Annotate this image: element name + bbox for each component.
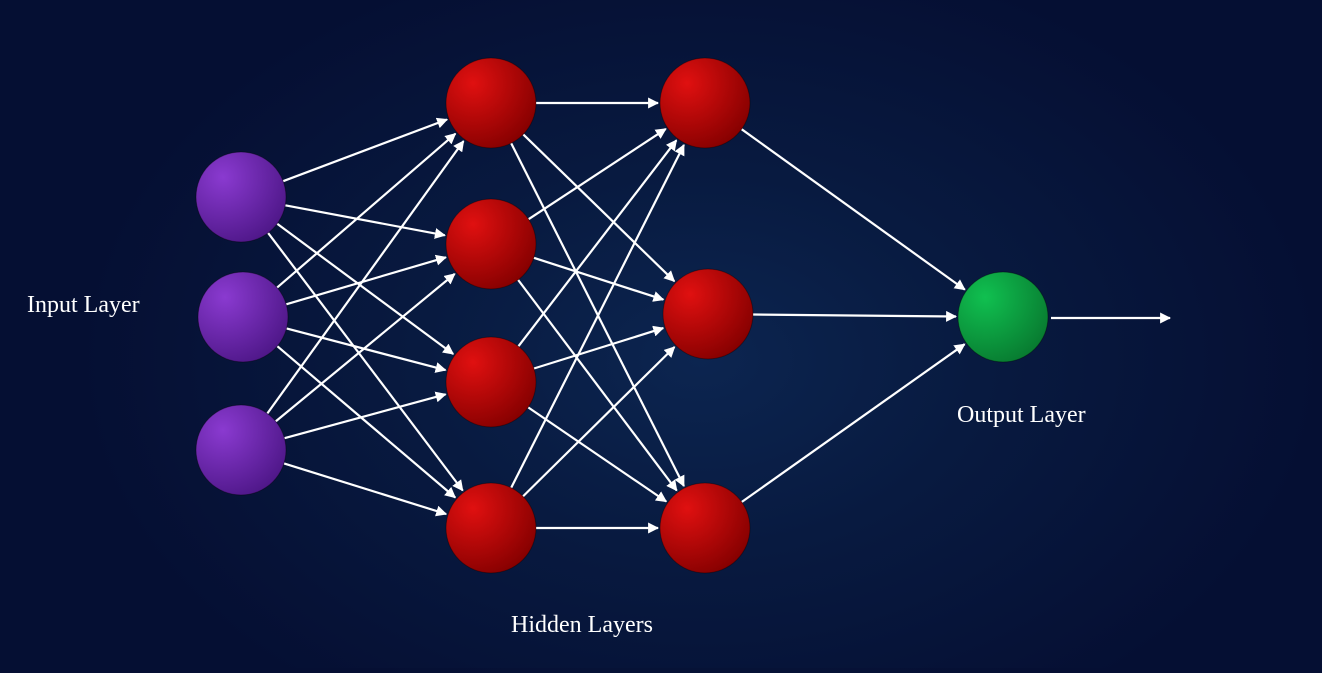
connection-l2-n3-to-l3-n3 <box>527 406 668 503</box>
connection-l2-n3-to-l3-n1 <box>517 139 678 347</box>
connection-l1-n2-to-l2-n3 <box>286 327 447 373</box>
hidden-layers-label: Hidden Layers <box>511 612 653 638</box>
connection-l1-n1-to-l2-n3 <box>276 222 455 355</box>
connection-l1-n3-to-l2-n1 <box>266 140 465 415</box>
output-neuron-1 <box>957 271 1049 363</box>
hidden-1-neuron-4 <box>445 482 537 574</box>
connection-l1-n2-to-l2-n1 <box>276 132 457 289</box>
input-neuron-3 <box>195 404 287 496</box>
connection-l3-n3-to-l4-n1 <box>741 343 966 503</box>
connection-l3-n1-to-l4-n1 <box>740 128 966 291</box>
hidden-1-neuron-2 <box>445 198 537 290</box>
connection-l2-n1-to-l3-n2 <box>522 133 676 282</box>
input-neuron-2 <box>197 271 289 363</box>
input-neuron-1 <box>195 151 287 243</box>
connection-l2-n3-to-l3-n2 <box>533 325 665 370</box>
connection-l1-n1-to-l2-n4 <box>267 232 464 492</box>
input-layer-label: Input Layer <box>27 292 140 318</box>
connection-l1-n2-to-l2-n4 <box>276 345 457 499</box>
output-layer-label: Output Layer <box>957 402 1086 428</box>
connections-group <box>266 97 1172 534</box>
connection-l2-n2-to-l3-n3 <box>517 279 678 492</box>
connection-l1-n1-to-l2-n2 <box>284 204 446 239</box>
connection-l1-n1-to-l2-n1 <box>282 117 449 183</box>
connection-l2-n2-to-l3-n1 <box>527 127 667 221</box>
neurons-group <box>195 57 1049 574</box>
hidden-2-neuron-1 <box>659 57 751 149</box>
hidden-1-neuron-3 <box>445 336 537 428</box>
hidden-2-neuron-3 <box>659 482 751 574</box>
connection-l3-n2-to-l4-n1 <box>752 310 958 322</box>
connection-l2-n2-to-l3-n2 <box>533 256 665 302</box>
connection-l1-n2-to-l2-n2 <box>285 254 447 306</box>
connection-l1-n3-to-l2-n4 <box>283 462 448 517</box>
connection-l1-n3-to-l2-n3 <box>284 391 447 440</box>
connection-l2-n4-to-l3-n2 <box>522 346 676 498</box>
hidden-2-neuron-2 <box>662 268 754 360</box>
hidden-1-neuron-1 <box>445 57 537 149</box>
connection-l2-n4-to-l3-n1 <box>510 144 685 489</box>
connection-l1-n3-to-l2-n2 <box>275 273 456 423</box>
